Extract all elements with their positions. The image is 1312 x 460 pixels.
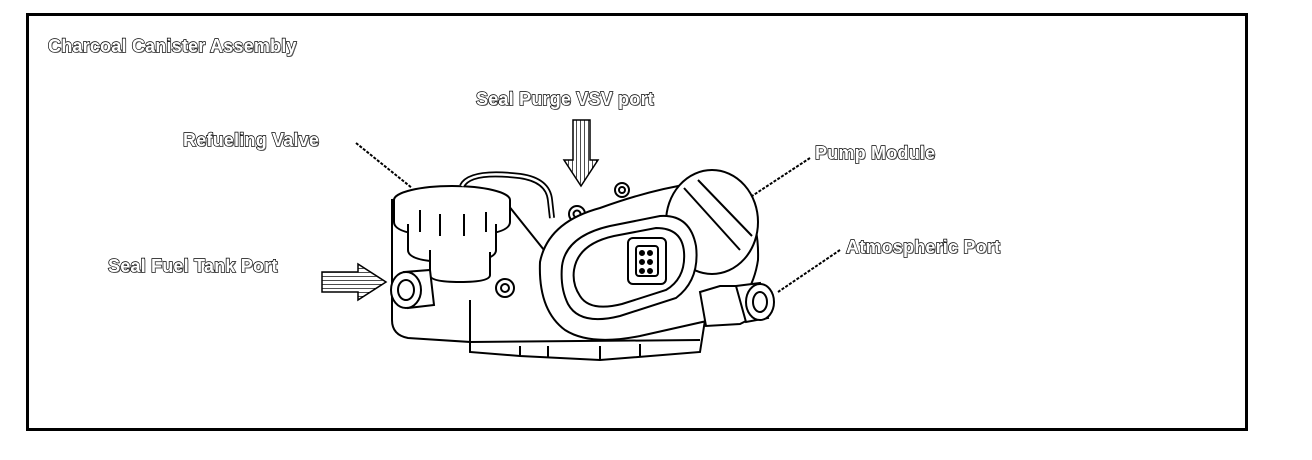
fuel-tank-port-arrow (321, 262, 388, 302)
label-seal-purge-vsv-port: Seal Purge VSV port (475, 89, 654, 109)
leader-lines (355, 142, 841, 293)
label-refueling-valve: Refueling Valve (182, 130, 320, 150)
diagram-title: Charcoal Canister Assembly (47, 36, 297, 56)
label-pump-module: Pump Module (814, 143, 936, 163)
fuel-tank-port (390, 268, 436, 310)
pump-module-leader (751, 157, 811, 197)
atmospheric-port-leader (777, 249, 841, 293)
refueling-valve-leader (355, 142, 413, 189)
purge-port-arrow (562, 119, 600, 188)
atmospheric-port (698, 281, 775, 328)
label-atmospheric-port: Atmospheric Port (845, 237, 1001, 257)
label-seal-fuel-tank-port: Seal Fuel Tank Port (107, 256, 278, 276)
